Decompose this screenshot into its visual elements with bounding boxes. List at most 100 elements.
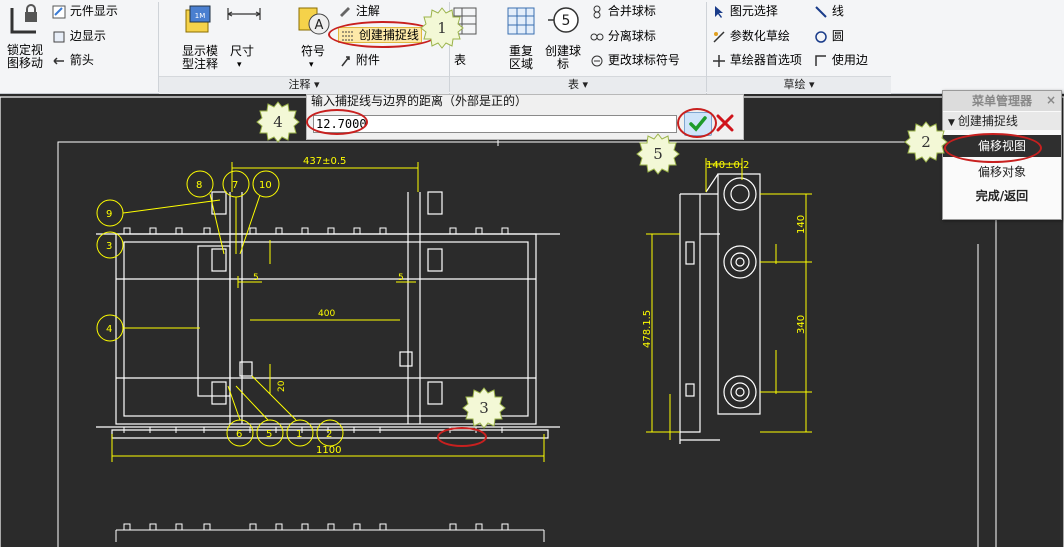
select-element-button[interactable]: 图元选择 (712, 4, 778, 19)
highlight-confirm-button (677, 108, 717, 138)
arrows-icon (53, 56, 64, 65)
use-edge-icon (815, 54, 826, 66)
dimension-button[interactable]: 尺寸 ▾ (224, 2, 262, 74)
dim-5-right: 5 (398, 273, 404, 283)
menu-item-offset-object[interactable]: 偏移对象 (943, 161, 1061, 183)
parametric-sketch-icon (713, 30, 725, 43)
callout-3: 3 (462, 386, 506, 430)
sketcher-preferences-button[interactable]: 草绘器首选项 (712, 53, 802, 68)
split-balloon-button[interactable]: 分离球标 (590, 29, 656, 44)
callout-1: 1 (420, 6, 464, 50)
merge-balloon-label: 合并球标 (607, 4, 656, 18)
dim-20: 20 (277, 380, 287, 392)
cursor-icon (715, 5, 723, 18)
callout-burst-icon (904, 121, 948, 163)
callout-number: 3 (479, 399, 489, 417)
split-balloon-label: 分离球标 (607, 29, 656, 43)
dim-437: 437±0.5 (303, 156, 346, 167)
line-button[interactable]: 线 (814, 4, 844, 19)
use-edge-button[interactable]: 使用边 (814, 53, 868, 68)
show-elements-icon (52, 5, 66, 18)
use-edge-label: 使用边 (831, 53, 868, 67)
parametric-sketch-button[interactable]: 参数化草绘 (712, 29, 790, 44)
separator (449, 2, 450, 92)
balloon-9: 9 (106, 209, 112, 220)
balloon-1: 1 (296, 429, 302, 440)
drawing-canvas[interactable]: 437±0.5 400 1100 5 5 20 8 7 10 9 3 4 6 5… (0, 94, 1064, 547)
sketch-group-bar[interactable]: 草绘 ▾ (707, 76, 891, 94)
show-model-annotations-button[interactable]: 1M 显示模 型注释 (176, 2, 224, 74)
create-balloon-button[interactable]: 5 创建球 标 (542, 2, 584, 74)
menu-item-label: 完成/返回 (975, 189, 1029, 203)
balloon-8: 8 (196, 180, 202, 191)
balloon-4: 4 (106, 324, 112, 335)
attachment-button[interactable]: 附件 (338, 53, 380, 68)
repeat-region-button[interactable]: 重复 区域 (500, 2, 540, 74)
sketcher-preferences-label: 草绘器首选项 (729, 53, 802, 67)
create-balloon-label: 创建球 标 (544, 44, 581, 71)
annotate-group-bar[interactable]: 注释 ▾ (159, 76, 449, 94)
lock-view-button[interactable]: 锁定视 图移动 (2, 2, 48, 74)
attachment-label: 附件 (355, 53, 380, 67)
model-annotation-icon: 1M (185, 5, 211, 33)
arrows-label: 箭头 (69, 53, 94, 67)
table-group-bar[interactable]: 表 ▾ (450, 76, 706, 94)
show-edges-button[interactable]: 边显示 (52, 29, 106, 44)
distance-input[interactable] (313, 115, 677, 133)
symbol-dropdown-icon[interactable]: ▾ (309, 60, 314, 70)
side-view (679, 173, 761, 444)
callout-burst-icon (420, 7, 464, 49)
symbol-button[interactable]: A 符号 ▾ (294, 2, 332, 74)
dimension-label: 尺寸 (229, 44, 254, 58)
table-button[interactable]: 表 (450, 2, 480, 74)
dimension-dropdown-icon[interactable]: ▾ (237, 60, 242, 70)
callout-burst-icon (462, 387, 506, 429)
callout-burst-icon (256, 101, 300, 143)
callout-5: 5 (636, 132, 680, 176)
line-label: 线 (831, 4, 844, 18)
menu-submenu-label: 创建捕捉线 (957, 114, 1018, 128)
callout-number: 2 (921, 133, 931, 151)
balloon-2: 2 (326, 429, 332, 440)
attachment-icon (341, 55, 350, 66)
show-elements-button[interactable]: 元件显示 (52, 4, 118, 19)
ribbon-toolbar: 锁定视 图移动 元件显示 边显示 箭头 1M 显示模 型注释 尺寸 ▾ (0, 0, 1064, 94)
highlight-distance-input (306, 109, 368, 135)
menu-manager-title: 菜单管理器 (943, 91, 1061, 111)
highlight-offset-view (944, 133, 1042, 163)
close-icon[interactable]: × (1045, 93, 1056, 107)
dim-140-top: 140±0.2 (706, 160, 749, 171)
annotate-group-label: 注释 (288, 78, 311, 91)
distance-prompt-bar: 输入捕捉线与边界的距离（外部是正的） (306, 94, 744, 140)
svg-text:5: 5 (562, 13, 571, 29)
balloon-3: 3 (106, 241, 112, 252)
cancel-button[interactable] (713, 112, 737, 134)
merge-balloon-button[interactable]: 合并球标 (590, 4, 656, 19)
split-balloon-icon (590, 33, 604, 40)
dim-478: 478.1.5 (642, 310, 653, 348)
symbol-label: 符号 (300, 44, 325, 58)
circle-button[interactable]: 圆 (814, 29, 844, 44)
note-button[interactable]: 注解 (338, 4, 380, 19)
front-view (96, 191, 560, 439)
lock-view-label: 锁定视 图移动 (6, 43, 43, 70)
dim-1100: 1100 (316, 445, 341, 456)
menu-item-label: 偏移对象 (977, 165, 1026, 179)
prompt-label: 输入捕捉线与边界的距离（外部是正的） (311, 94, 528, 108)
sketch-group-label: 草绘 (783, 78, 806, 91)
line-icon (815, 5, 827, 18)
arrows-button[interactable]: 箭头 (52, 53, 94, 68)
callout-4: 4 (256, 100, 300, 144)
show-elements-label: 元件显示 (69, 4, 118, 18)
select-element-label: 图元选择 (729, 4, 778, 18)
symbol-icon: A (298, 7, 330, 35)
change-balloon-symbol-button[interactable]: 更改球标符号 (590, 53, 680, 68)
callout-burst-icon (636, 133, 680, 175)
lock-view-icon (10, 4, 37, 34)
dim-400: 400 (318, 309, 335, 319)
dimension-icon (227, 8, 261, 20)
svg-text:1M: 1M (195, 12, 206, 20)
menu-item-done-return[interactable]: 完成/返回 (943, 185, 1061, 207)
menu-submenu-snap-line[interactable]: ▼创建捕捉线 (943, 112, 1061, 130)
balloon-icon: 5 (548, 7, 579, 33)
